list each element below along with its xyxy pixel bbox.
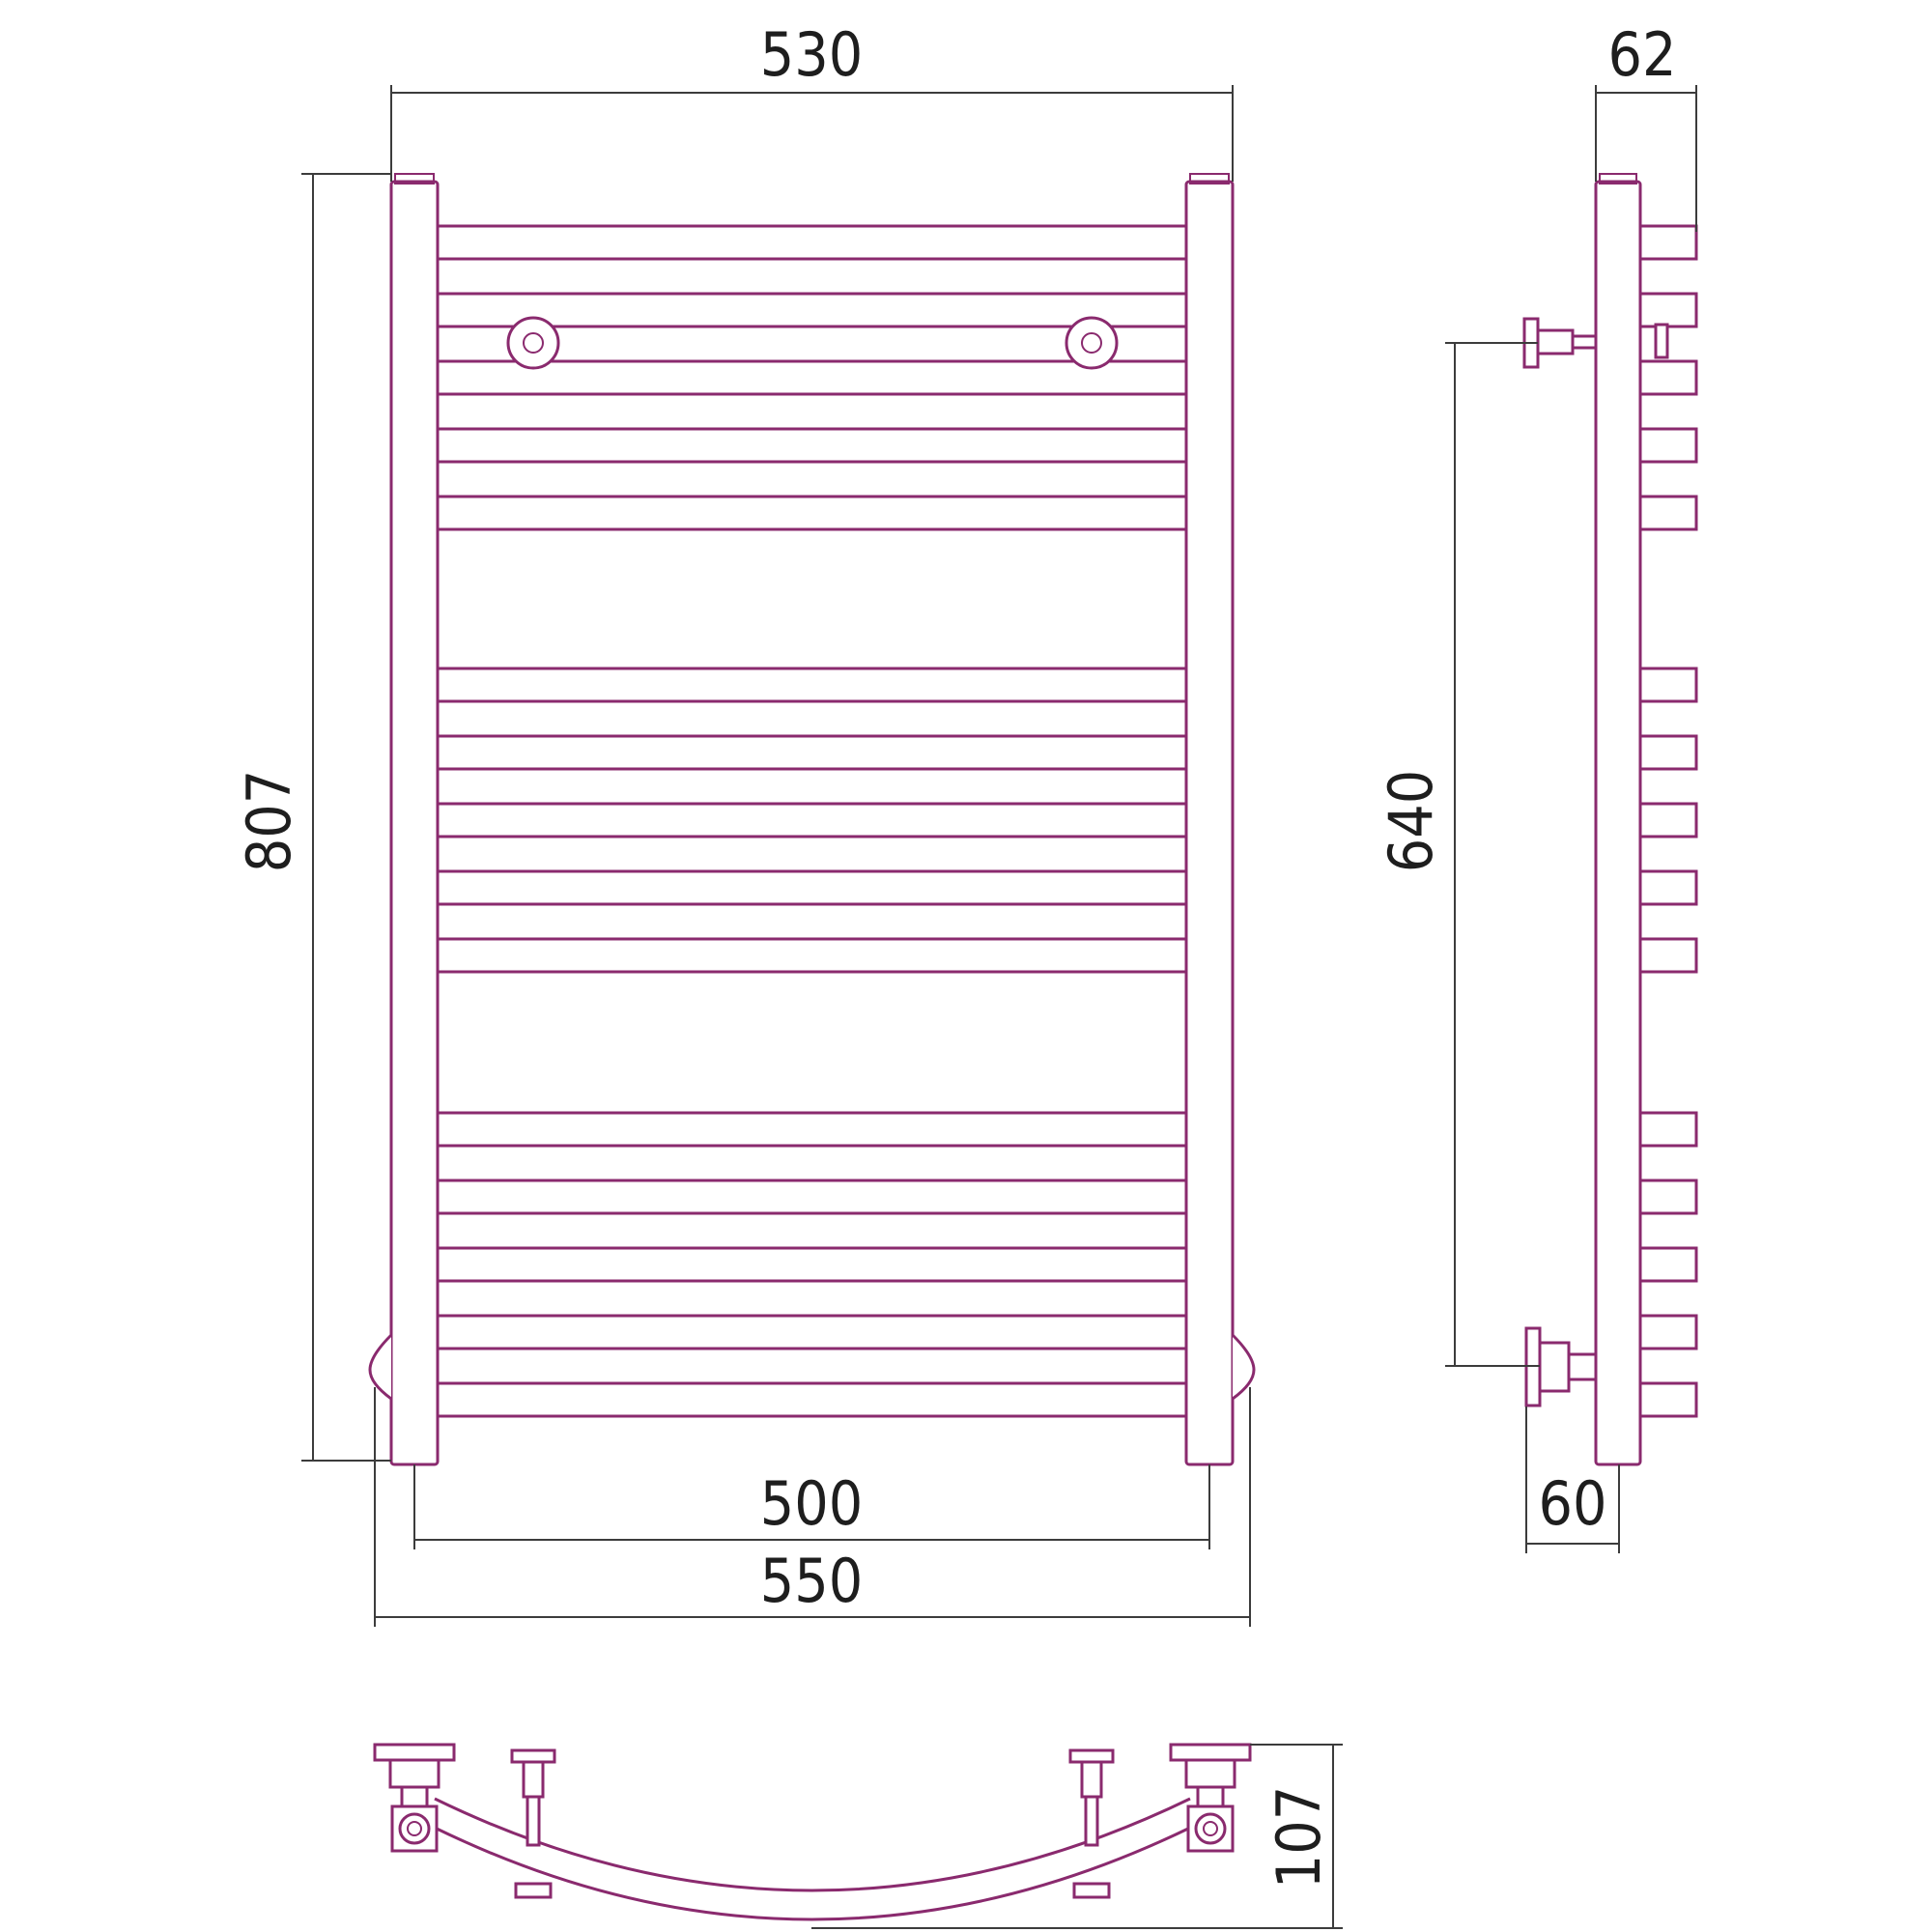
front-rung-5 (436, 495, 1188, 531)
left-wall-mount (506, 316, 560, 370)
side-rung-end-8 (1638, 802, 1698, 838)
side-rung-end-9 (1638, 869, 1698, 906)
side-top-cap (1599, 173, 1637, 185)
plan-curve-outer (434, 1826, 1191, 1921)
dimension-top-width: 530 (760, 19, 863, 90)
side-view (1522, 173, 1698, 1466)
side-rung-end-6 (1638, 667, 1698, 703)
right-vertical-collector (1184, 180, 1235, 1466)
right-bottom-connector (1231, 1333, 1256, 1401)
side-rung-end-10 (1638, 937, 1698, 974)
side-vertical-collector (1594, 180, 1642, 1466)
left-bottom-connector (368, 1333, 393, 1401)
left-vertical-collector (389, 180, 440, 1466)
front-rungs (436, 224, 1188, 1418)
plan-view (373, 1743, 1252, 1921)
side-rung-end-11 (1638, 1111, 1698, 1148)
side-rung-end-3 (1638, 359, 1698, 396)
plan-right-wall-fitting (1169, 1743, 1252, 1853)
dimension-total-height: 807 (234, 770, 304, 872)
dimension-side-depth: 62 (1608, 19, 1677, 90)
side-bottom-wall-bracket (1524, 1326, 1598, 1407)
side-rung-end-4 (1638, 427, 1698, 464)
front-rung-8 (436, 802, 1188, 838)
dimension-bottom-inner-width: 500 (760, 1468, 863, 1539)
front-rung-7 (436, 734, 1188, 771)
dimension-mount-spacing: 640 (1376, 770, 1446, 872)
side-rung-end-14 (1638, 1314, 1698, 1350)
front-rung-4 (436, 427, 1188, 464)
side-rung-end-2 (1638, 292, 1698, 328)
side-rung-end-7 (1638, 734, 1698, 771)
side-rung-end-1 (1638, 224, 1698, 261)
plan-left-wall-fitting (373, 1743, 456, 1853)
front-rung-11 (436, 1111, 1188, 1148)
front-dimensions: 530 807 500 550 (234, 19, 1251, 1627)
plan-left-holder (510, 1748, 556, 1899)
right-top-cap (1189, 173, 1230, 185)
side-rung-end-5 (1638, 495, 1698, 531)
front-rung-2 (436, 292, 1188, 328)
side-dimensions: 62 640 60 (1376, 19, 1697, 1553)
side-rung-end-12 (1638, 1179, 1698, 1215)
plan-curve-inner (434, 1797, 1191, 1892)
side-rung-end-16 (1638, 1381, 1698, 1418)
front-rung-13 (436, 1246, 1188, 1283)
front-rung-1 (436, 224, 1188, 261)
front-rung-10 (436, 937, 1188, 974)
side-rung-ends (1638, 224, 1698, 1418)
right-wall-mount (1065, 316, 1119, 370)
plan-right-holder (1068, 1748, 1115, 1899)
dimension-side-offset: 60 (1539, 1468, 1607, 1539)
side-top-wall-bracket (1522, 317, 1669, 369)
left-top-cap (394, 173, 435, 185)
dimension-plan-depth: 107 (1264, 1786, 1334, 1889)
dimension-bottom-outer-width: 550 (760, 1546, 863, 1616)
front-rung-12 (436, 1179, 1188, 1215)
side-rung-end-13 (1638, 1246, 1698, 1283)
front-rung-14 (436, 1314, 1188, 1350)
front-rung-6 (436, 667, 1188, 703)
front-rung-16 (436, 1381, 1188, 1418)
front-rung-9 (436, 869, 1188, 906)
front-rung-3 (436, 359, 1188, 396)
plan-dimensions: 107 (811, 1744, 1343, 1929)
front-view (368, 173, 1256, 1466)
